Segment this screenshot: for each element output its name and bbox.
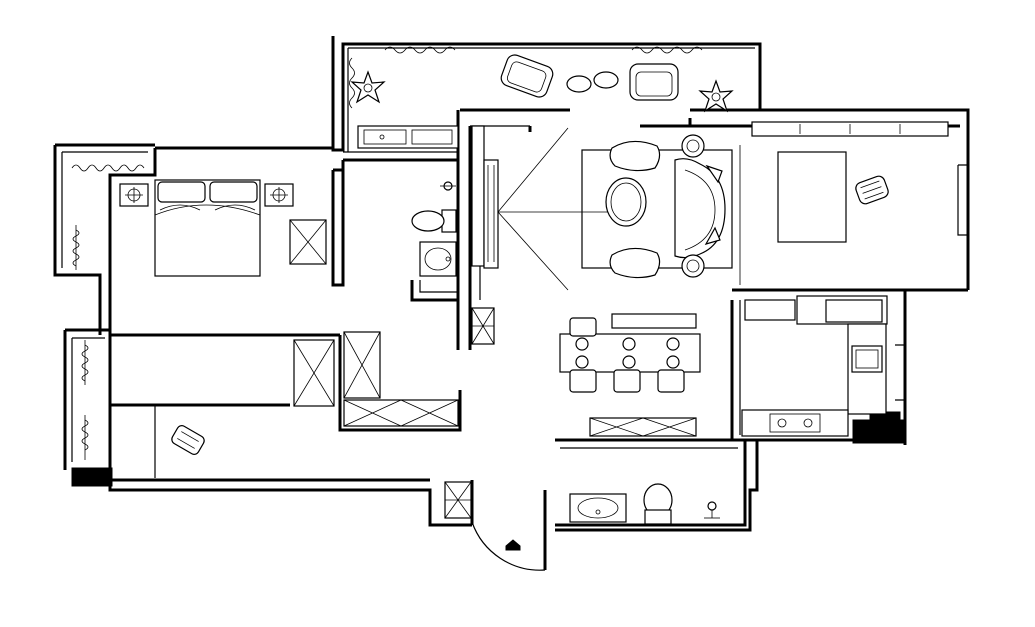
- sink-icon: [569, 493, 627, 523]
- storage-cabinet: [471, 307, 495, 345]
- bathroom: [411, 181, 457, 277]
- radiator-icon: [81, 340, 89, 460]
- lounge-chair-icon: [500, 54, 554, 98]
- side-table-icon: [566, 71, 619, 93]
- door-swing-icon: [471, 521, 546, 571]
- column-kitchen: [852, 419, 904, 444]
- curtain-top: [71, 164, 145, 172]
- nightstand-icon: [119, 183, 149, 207]
- curtain-right: [631, 46, 703, 54]
- corridor: [471, 125, 625, 345]
- office-chair-icon: [855, 175, 889, 205]
- tv-unit-icon: [483, 159, 499, 269]
- master-bedroom: [119, 179, 327, 277]
- radiator-icon: [72, 225, 80, 270]
- bed-icon: [154, 179, 261, 277]
- kitchen: [741, 295, 888, 437]
- balcony-west: [71, 164, 145, 460]
- curtain-vertical: [349, 57, 355, 109]
- column-southwest: [71, 467, 113, 487]
- toilet-icon: [411, 209, 457, 233]
- study: [751, 121, 949, 243]
- dining-chair-icon: [569, 317, 685, 393]
- balcony-north: [349, 46, 734, 149]
- guest-bathroom: [569, 483, 720, 525]
- entrance: [444, 481, 546, 571]
- side-table-icon: [681, 134, 705, 278]
- toilet-icon: [643, 483, 673, 525]
- sofa-icon: [674, 158, 726, 259]
- planter-icon: [698, 79, 734, 113]
- planter-icon: [350, 70, 386, 104]
- nightstand-icon: [264, 183, 294, 207]
- sideboard: [611, 313, 697, 329]
- tv-wall-cabinet: [471, 125, 485, 267]
- lounge-chair-icon: [629, 63, 679, 101]
- dining: [559, 313, 701, 437]
- coffee-table-icon: [605, 177, 647, 227]
- wardrobe: [293, 331, 459, 427]
- sink-icon: [419, 241, 457, 277]
- second-bedroom: [171, 331, 459, 455]
- fridge-icon: [744, 299, 796, 321]
- armchair-icon: [609, 140, 661, 172]
- shower-icon: [440, 181, 456, 191]
- chair-icon: [171, 425, 205, 455]
- cabinet-crossed: [589, 417, 697, 437]
- place-setting-icon: [575, 337, 680, 369]
- shoe-cabinet: [444, 481, 472, 519]
- stove-icon: [769, 413, 821, 433]
- side-table-icon: [289, 219, 327, 265]
- living-room: [581, 134, 741, 285]
- curtain-left: [384, 46, 456, 54]
- desk-icon: [777, 151, 847, 243]
- laundry-counter-icon: [357, 125, 459, 149]
- armchair-icon: [609, 247, 661, 279]
- floor-drain-icon: [704, 501, 720, 519]
